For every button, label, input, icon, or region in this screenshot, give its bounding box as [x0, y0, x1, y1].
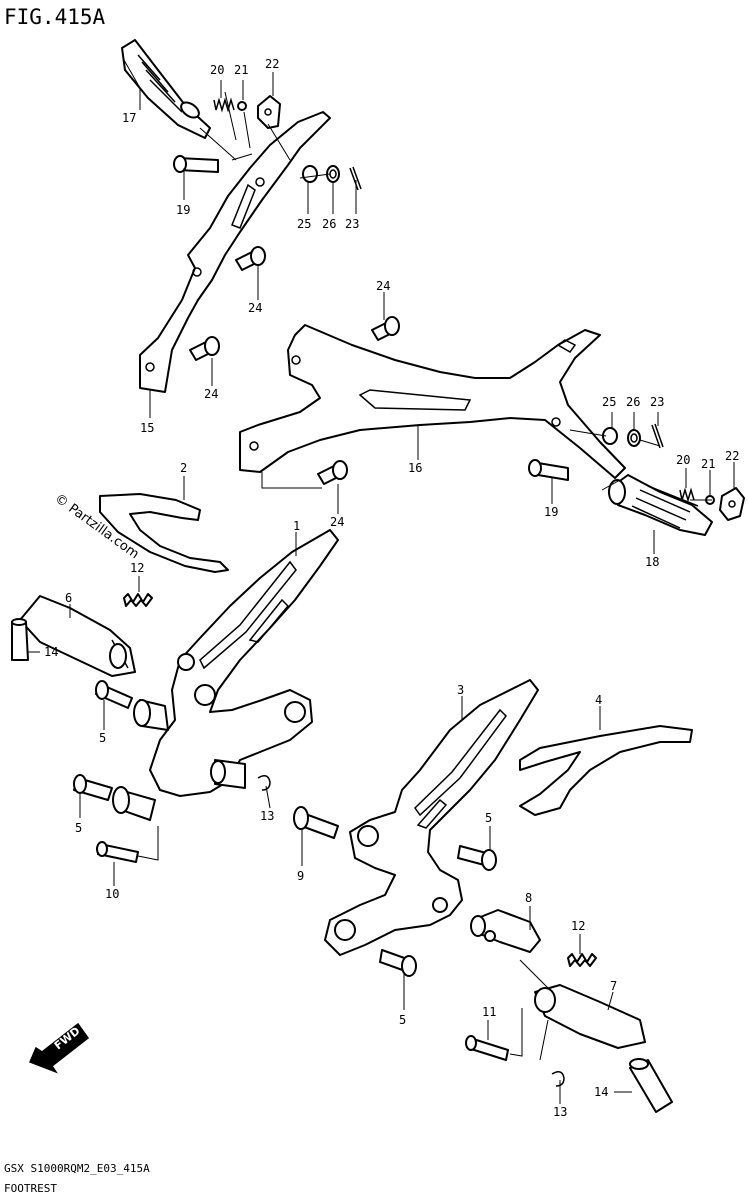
- callout-2: 2: [180, 461, 187, 475]
- callout-24: 24: [248, 301, 262, 315]
- callout-21: 21: [701, 457, 715, 471]
- callout-5: 5: [75, 821, 82, 835]
- spring-20a-icon: [213, 97, 235, 113]
- bolt-24c-icon: [371, 316, 400, 341]
- callout-5: 5: [99, 731, 106, 745]
- ball-21a-icon: [237, 101, 247, 111]
- callout-23: 23: [650, 395, 664, 409]
- bolt-5c-icon: [457, 845, 497, 871]
- callout-20: 20: [210, 63, 224, 77]
- part-14-plug-right[interactable]: [629, 1058, 673, 1113]
- callout-26: 26: [322, 217, 336, 231]
- callout-17: 17: [122, 111, 136, 125]
- callout-22: 22: [265, 57, 279, 71]
- bolt-5a-icon: [95, 680, 133, 709]
- figure-title: FIG.415A: [4, 5, 106, 29]
- plate-22b-icon: [719, 487, 745, 521]
- callout-23: 23: [345, 217, 359, 231]
- part-7-footpeg-right[interactable]: [519, 959, 646, 1061]
- callout-3: 3: [457, 683, 464, 697]
- callout-13: 13: [553, 1105, 567, 1119]
- callout-leaders: [28, 59, 735, 1104]
- callout-6: 6: [65, 591, 72, 605]
- collar-left-c-icon: [210, 759, 246, 789]
- bolt-9-icon: [293, 806, 339, 839]
- part-8-pivot-right[interactable]: [470, 909, 541, 953]
- hardware-rear: [173, 91, 745, 521]
- callout-24: 24: [376, 279, 390, 293]
- part-1-front-bracket-left[interactable]: [149, 529, 339, 797]
- callout-1: 1: [293, 519, 300, 533]
- pin-19a-icon: [173, 155, 219, 173]
- part-3-front-bracket-right[interactable]: [324, 679, 539, 956]
- callout-10: 10: [105, 887, 119, 901]
- callout-21: 21: [234, 63, 248, 77]
- callout-22: 22: [725, 449, 739, 463]
- part-13-clip-right[interactable]: [551, 1071, 565, 1087]
- part-12-spring-right[interactable]: [567, 953, 597, 967]
- part-11-pin-right[interactable]: [465, 1008, 523, 1061]
- callout-13: 13: [260, 809, 274, 823]
- plate-22a-icon: [257, 95, 281, 129]
- callout-25: 25: [602, 395, 616, 409]
- callout-5: 5: [485, 811, 492, 825]
- callout-16: 16: [408, 461, 422, 475]
- callout-24: 24: [330, 515, 344, 529]
- part-13-clip-left[interactable]: [257, 775, 271, 791]
- part-17-footpeg-left[interactable]: [121, 39, 211, 139]
- callout-20: 20: [676, 453, 690, 467]
- bolt-24b-icon: [189, 336, 220, 361]
- part-15-rear-bracket-left[interactable]: [139, 111, 331, 393]
- bolt-5d-icon: [379, 949, 417, 977]
- bolt-24d-icon: [317, 460, 348, 485]
- spring-20b-icon: [679, 487, 695, 503]
- callout-12: 12: [130, 561, 144, 575]
- part-16-rear-bracket-right[interactable]: [239, 324, 626, 489]
- bolt-5b-icon: [73, 774, 113, 801]
- part-18-footpeg-right[interactable]: [608, 474, 713, 536]
- callout-15: 15: [140, 421, 154, 435]
- callout-26: 26: [626, 395, 640, 409]
- bolt-24a-icon: [235, 246, 266, 271]
- collar-left-b-icon: [112, 786, 156, 821]
- callout-25: 25: [297, 217, 311, 231]
- part-12-spring-left[interactable]: [123, 593, 153, 607]
- fwd-arrow-icon: FWD: [29, 1022, 90, 1074]
- callout-4: 4: [595, 693, 602, 707]
- callout-14: 14: [594, 1085, 608, 1099]
- callout-12: 12: [571, 919, 585, 933]
- callout-19: 19: [176, 203, 190, 217]
- part-4-heel-guard-right[interactable]: [519, 725, 693, 816]
- callout-24: 24: [204, 387, 218, 401]
- callout-14: 14: [44, 645, 58, 659]
- collar-left-a-icon: [133, 699, 169, 731]
- footer-code: GSX S1000RQM2_E03_415A: [4, 1162, 150, 1175]
- cotter-pin-23b-icon: [651, 423, 664, 449]
- footer-section: FOOTREST: [4, 1182, 57, 1195]
- pin-19b-icon: [528, 459, 569, 481]
- callout-9: 9: [297, 869, 304, 883]
- part-2-heel-guard-left[interactable]: [99, 493, 229, 573]
- part-14-plug-left[interactable]: [11, 618, 29, 661]
- cotter-pin-23a-icon: [349, 166, 362, 191]
- callout-18: 18: [645, 555, 659, 569]
- callout-11: 11: [482, 1005, 496, 1019]
- washer-26b-icon: [627, 429, 641, 447]
- callout-19: 19: [544, 505, 558, 519]
- callout-5: 5: [399, 1013, 406, 1027]
- part-10-pin-left[interactable]: [96, 826, 159, 863]
- washer-25a-icon: [302, 165, 318, 183]
- callout-numbers: 20 21 22 17 19 25 26 23 24 24 15 24 16 2…: [44, 57, 739, 1119]
- callout-7: 7: [610, 979, 617, 993]
- callout-8: 8: [525, 891, 532, 905]
- part-6-footpeg-left[interactable]: [19, 595, 136, 677]
